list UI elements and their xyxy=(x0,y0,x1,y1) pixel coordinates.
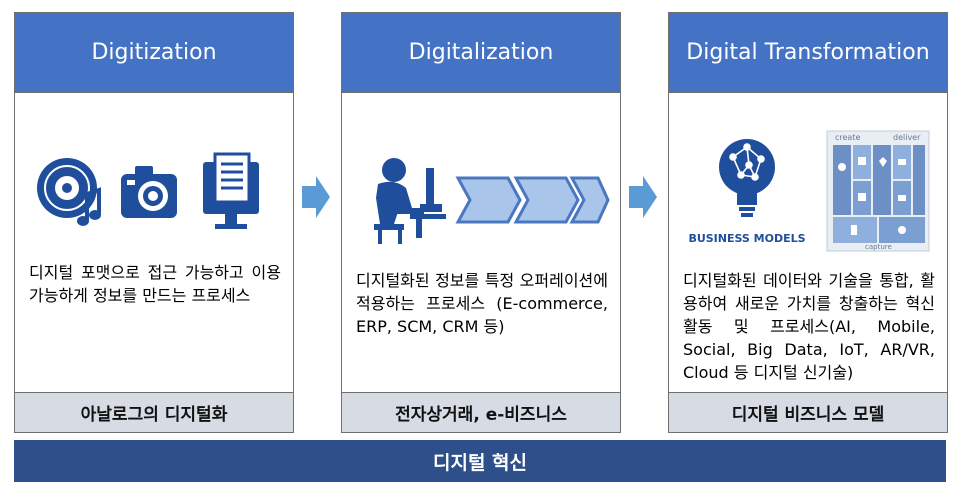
business-model-canvas-icon: create deliver capture xyxy=(826,130,930,252)
person-at-computer-icon xyxy=(374,158,446,244)
stage-footer: 디지털 비즈니스 모델 xyxy=(669,392,947,432)
stage-digitization: Digitization xyxy=(14,12,294,433)
stage-description: 디지털화된 데이터와 기술을 통합, 활용하여 새로운 가치를 창출하는 혁신활… xyxy=(683,271,935,382)
stage-footer: 전자상거래, e-비즈니스 xyxy=(342,392,620,432)
stage-title: Digitization xyxy=(15,13,293,93)
stage-illustration xyxy=(37,152,259,229)
business-models-label: BUSINESS MODELS xyxy=(688,232,805,245)
arrow-right-icon xyxy=(629,176,657,218)
digital-innovation-banner: 디지털 혁신 xyxy=(14,440,946,482)
stage-footer: 아날로그의 디지털화 xyxy=(15,392,293,432)
stage-description: 디지털화된 정보를 특정 오퍼레이션에 적용하는 프로세스 (E-commerc… xyxy=(356,271,608,336)
stage-illustration xyxy=(374,158,610,244)
stage-digitalization: Digitalization 디지털화된 정보를 특정 오퍼레이션에 적용하는 … xyxy=(341,12,621,433)
svg-text:capture: capture xyxy=(865,243,892,251)
stage-description: 디지털 포맷으로 접근 가능하고 이용 가능하게 정보를 만드는 프로세스 xyxy=(29,263,281,305)
music-disc-icon xyxy=(37,158,101,226)
camera-icon xyxy=(121,166,177,218)
arrow-right-icon xyxy=(302,176,330,218)
stage-title: Digitalization xyxy=(342,13,620,93)
svg-text:deliver: deliver xyxy=(893,133,921,142)
stage-digital-transformation: Digital Transformation xyxy=(668,12,948,433)
stage-title: Digital Transformation xyxy=(669,13,947,93)
svg-text:create: create xyxy=(835,133,860,142)
lightbulb-network-icon xyxy=(719,139,775,217)
stage-illustration: BUSINESS MODELS create deliver capture xyxy=(688,130,930,252)
process-chevrons-icon xyxy=(455,176,610,224)
document-monitor-icon xyxy=(203,152,259,229)
